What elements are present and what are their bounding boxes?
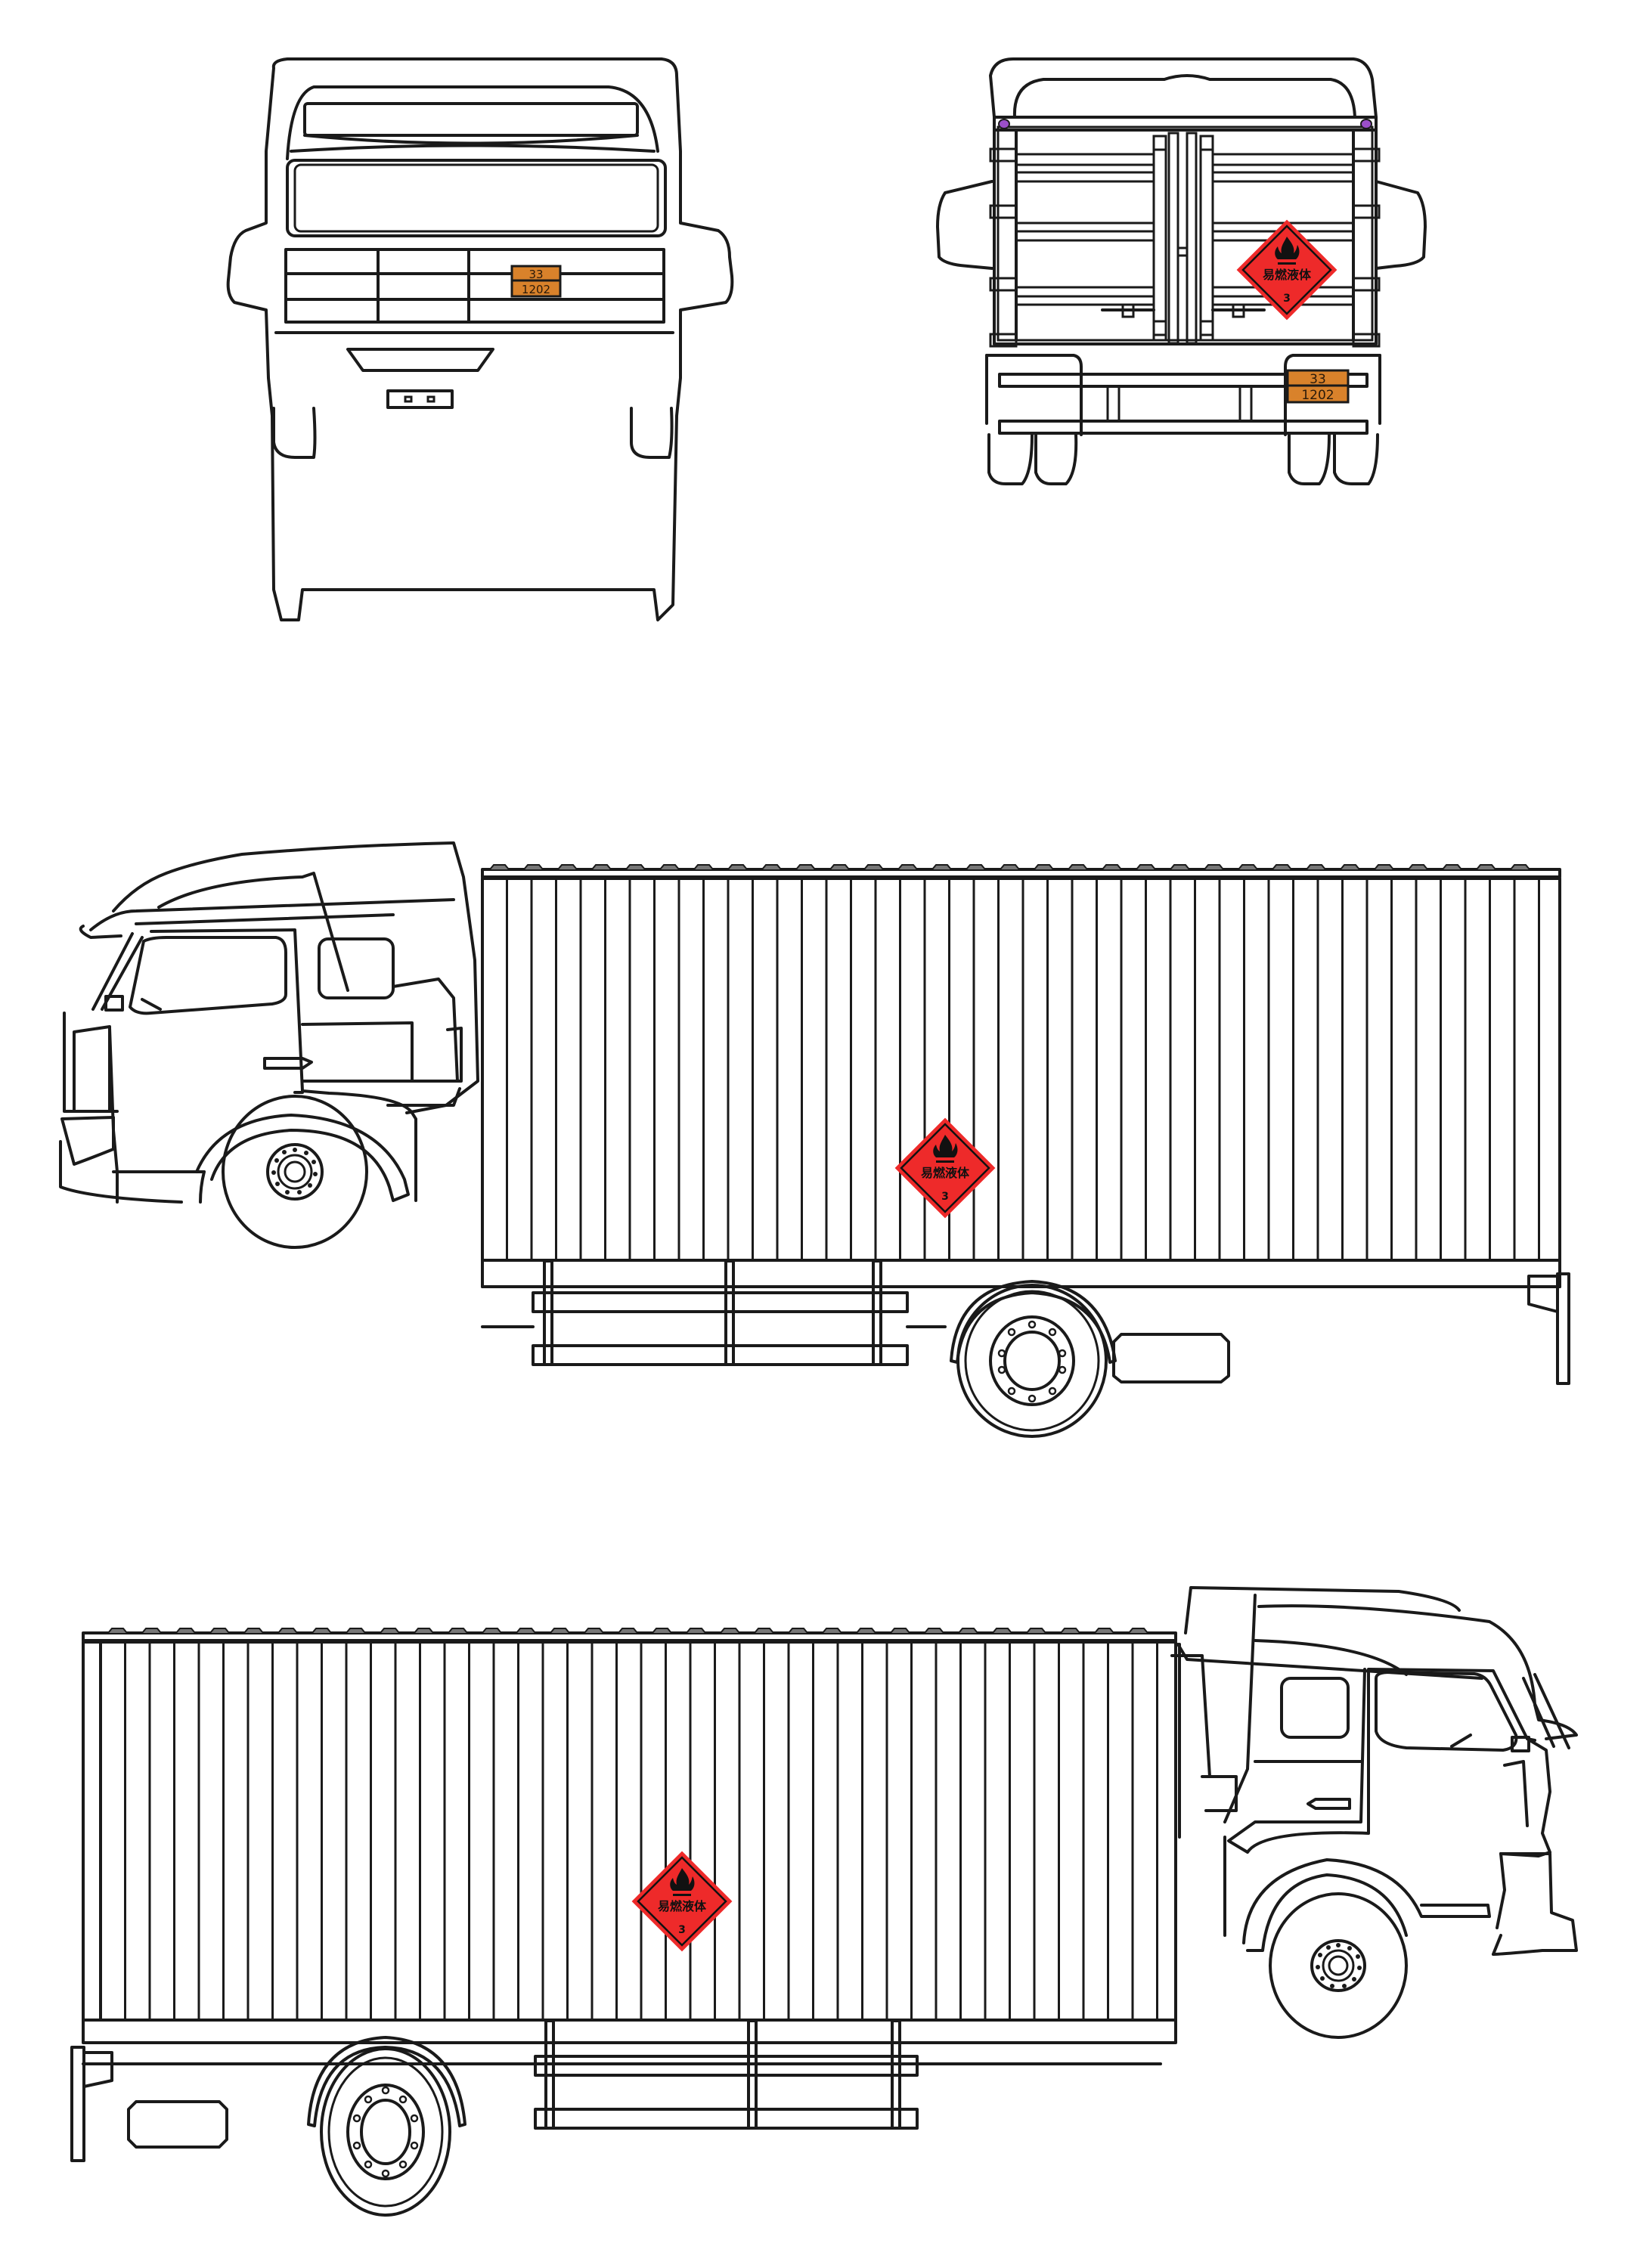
- front-wheel: [1242, 1858, 1491, 2039]
- hazard-label-text: 易燃液体: [921, 1166, 970, 1180]
- cab: [1170, 1586, 1578, 1956]
- door-hinges: [989, 147, 1381, 348]
- flame-icon: [933, 1135, 958, 1157]
- front-left-wheel: [272, 407, 317, 459]
- un-orange-plate: 33 1202: [510, 265, 562, 298]
- hazard-label-text: 易燃液体: [1263, 268, 1312, 282]
- rear-wheel-inner-left: [1034, 433, 1078, 485]
- hazard-diamond-label: 易燃液体 3: [1236, 219, 1337, 321]
- battery-box: [1112, 1333, 1230, 1383]
- rear-wheel: [950, 1280, 1117, 1438]
- mud-flap-bracket: [1527, 1275, 1559, 1313]
- hazard-class-number: 3: [941, 1191, 949, 1203]
- grille: [284, 248, 665, 324]
- hazard-id-number: 33: [1310, 372, 1326, 387]
- door-window: [129, 936, 287, 1015]
- sleeper-window: [318, 937, 395, 999]
- rear-wheel-outer-right: [1333, 433, 1379, 485]
- hazard-diamond-label: 易燃液体 3: [631, 1851, 733, 1952]
- rear-view: 33 1202 易燃液体 3: [936, 57, 1429, 680]
- front-wheel: [195, 1095, 410, 1249]
- cargo-container: [82, 1628, 1177, 2065]
- left-side-view: 易燃液体 3: [45, 832, 1570, 1459]
- rear-door-frame: [993, 116, 1378, 345]
- marker-light-left: [998, 119, 1010, 129]
- truck-right-side-drawing: 易燃液体 3: [70, 1586, 1578, 2217]
- cab-door[interactable]: [150, 928, 414, 1114]
- cab: [59, 841, 479, 1204]
- truck-front-drawing: 33 1202: [226, 57, 734, 621]
- marker-light-right: [1360, 119, 1372, 129]
- container-ribs: [107, 1628, 1158, 2020]
- mud-flap-bracket: [82, 2051, 113, 2088]
- front-right-wheel: [630, 407, 674, 459]
- cargo-container: [481, 864, 1561, 1288]
- license-plate-holder: [386, 389, 454, 409]
- door-handle[interactable]: [1306, 1798, 1351, 1810]
- right-side-view: 易燃液体 3: [68, 1572, 1588, 2217]
- hazard-class-number: 3: [1283, 293, 1291, 305]
- un-number: 1202: [522, 283, 550, 296]
- rear-door-left[interactable]: [1015, 129, 1154, 342]
- rear-wheel-outer-left: [987, 433, 1034, 485]
- rear-bumper-post: [70, 2046, 85, 2162]
- hazard-diamond-label: 易燃液体 3: [894, 1117, 996, 1219]
- truck-left-side-drawing: 易燃液体 3: [59, 841, 1570, 1438]
- rear-bumper-post: [1556, 1272, 1570, 1385]
- container-ribs: [489, 864, 1540, 1260]
- flame-icon: [670, 1868, 695, 1891]
- battery-box: [127, 2100, 228, 2149]
- door-handle[interactable]: [263, 1057, 313, 1070]
- rear-wheel-inner-right: [1288, 433, 1331, 485]
- front-view: 33 1202: [226, 57, 734, 680]
- truck-rear-drawing: 33 1202 易燃液体 3: [936, 57, 1427, 485]
- door-handle-right[interactable]: [1211, 303, 1266, 318]
- underride-bar-top: [998, 373, 1368, 388]
- rear-wheel: [307, 2036, 466, 2217]
- un-orange-plate: 33 1202: [1286, 369, 1350, 404]
- side-underrun-guard: [481, 1259, 947, 1366]
- un-number: 1202: [1301, 388, 1334, 403]
- windshield: [286, 159, 667, 237]
- sleeper-window: [1280, 1677, 1350, 1739]
- cab-door[interactable]: [1227, 1668, 1370, 1854]
- bumper-vent: [346, 348, 494, 372]
- door-locking-bars: [1152, 132, 1214, 345]
- hazard-class-number: 3: [678, 1924, 686, 1936]
- hazard-label-text: 易燃液体: [658, 1899, 707, 1913]
- side-underrun-guard: [534, 2019, 919, 2130]
- flame-icon: [1275, 237, 1300, 259]
- door-handle-left[interactable]: [1101, 303, 1155, 318]
- door-window: [1375, 1671, 1518, 1752]
- underride-bar-bottom: [998, 420, 1368, 435]
- hazard-id-number: 33: [528, 268, 543, 281]
